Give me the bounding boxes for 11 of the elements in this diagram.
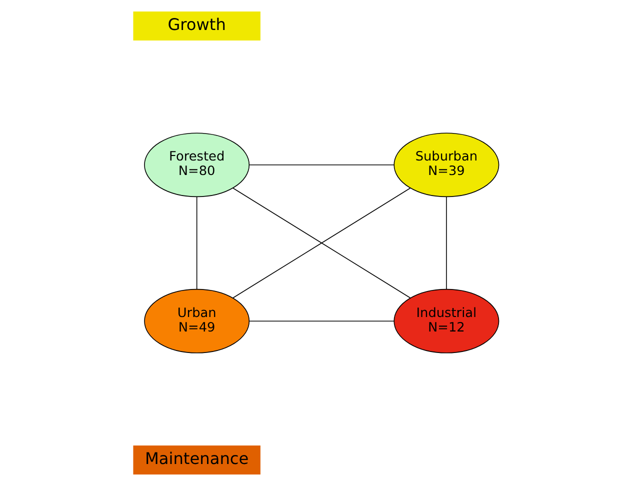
node-ellipse: Urban N=49 (144, 288, 250, 354)
connector (446, 196, 447, 290)
node-ellipse: Forested N=80 (144, 132, 250, 198)
connector (248, 164, 394, 166)
connector (248, 320, 394, 322)
node-box: Growth (133, 12, 260, 40)
connector (232, 188, 411, 298)
node-ellipse: Industrial N=12 (394, 288, 500, 354)
node-ellipse: Suburban N=39 (394, 132, 500, 198)
node-box: Maintenance (133, 446, 260, 474)
connector (196, 196, 198, 290)
